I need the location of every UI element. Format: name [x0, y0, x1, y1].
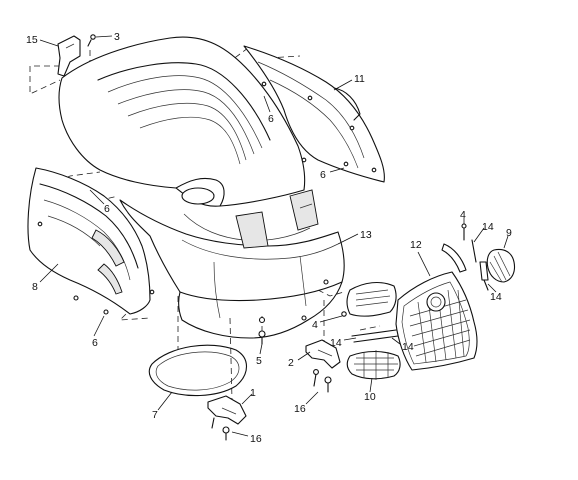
part-9-grille-insert [479, 248, 516, 283]
leader-lines [39, 35, 509, 437]
callout-16: 16 [250, 433, 262, 445]
part-15-bracket [57, 35, 81, 77]
callout-6: 6 [268, 113, 274, 125]
callout-15: 15 [26, 34, 38, 46]
callout-14: 14 [330, 337, 342, 349]
part-1-bracket [207, 395, 247, 441]
callout-7: 7 [152, 409, 158, 421]
part-8-side-panel [27, 167, 155, 315]
callout-14: 14 [490, 291, 502, 303]
part-3-screw [87, 34, 96, 47]
callout-6: 6 [320, 169, 326, 181]
part-11-side-panel [243, 45, 385, 183]
callout-14: 14 [402, 341, 414, 353]
callout-14: 14 [482, 221, 494, 233]
callout-1: 1 [250, 387, 256, 399]
callout-10: 10 [364, 391, 376, 403]
part-14-clips [351, 239, 489, 343]
callout-16: 16 [294, 403, 306, 415]
callout-6: 6 [92, 337, 98, 349]
callout-4: 4 [312, 319, 318, 331]
part-13-hood [58, 36, 345, 339]
callout-labels: 15 3 11 6 6 6 6 8 13 4 4 14 14 14 14 9 1… [26, 31, 512, 445]
part-7-ring [148, 344, 248, 397]
callout-11: 11 [354, 73, 365, 85]
callout-13: 13 [360, 229, 372, 241]
callout-9: 9 [506, 227, 512, 239]
part-2-bracket [305, 339, 341, 393]
callout-8: 8 [32, 281, 38, 293]
callout-5: 5 [256, 355, 262, 367]
part-12-grille [346, 243, 478, 371]
part-10-grille-insert [346, 350, 401, 380]
part-5-nut [258, 330, 266, 345]
part-4-screws [341, 223, 467, 317]
callout-3: 3 [114, 31, 120, 43]
callout-12: 12 [410, 239, 422, 251]
callout-2: 2 [288, 357, 294, 369]
callout-6: 6 [104, 203, 110, 215]
callout-4: 4 [460, 209, 466, 221]
